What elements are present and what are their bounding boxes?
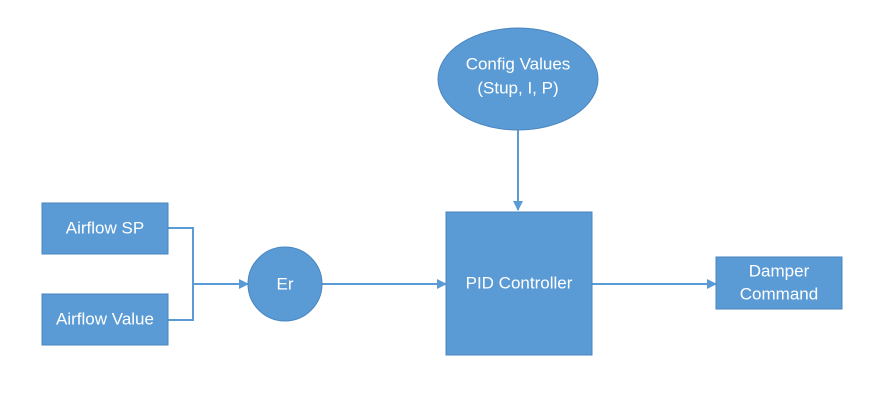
damper-command-line2: Command <box>740 284 818 303</box>
airflow-sp-node: Airflow SP <box>41 202 169 255</box>
edge-airflow-sp-to-merge <box>168 227 194 284</box>
pid-controller-node: PID Controller <box>445 211 593 356</box>
error-node: Er <box>247 246 323 322</box>
config-values-line1: Config Values <box>466 54 571 73</box>
edge-airflow-value-to-merge <box>168 284 194 321</box>
airflow-sp-label: Airflow SP <box>66 218 144 237</box>
config-values-node: Config Values (Stup, I, P) <box>437 27 599 131</box>
airflow-value-label: Airflow Value <box>56 309 154 328</box>
damper-command-line1: Damper <box>749 261 810 280</box>
airflow-value-node: Airflow Value <box>41 293 169 346</box>
damper-command-node: Damper Command <box>715 256 843 310</box>
pid-controller-label: PID Controller <box>466 273 573 292</box>
config-values-line2: (Stup, I, P) <box>477 78 558 97</box>
error-label: Er <box>277 274 294 293</box>
edges <box>168 130 717 321</box>
